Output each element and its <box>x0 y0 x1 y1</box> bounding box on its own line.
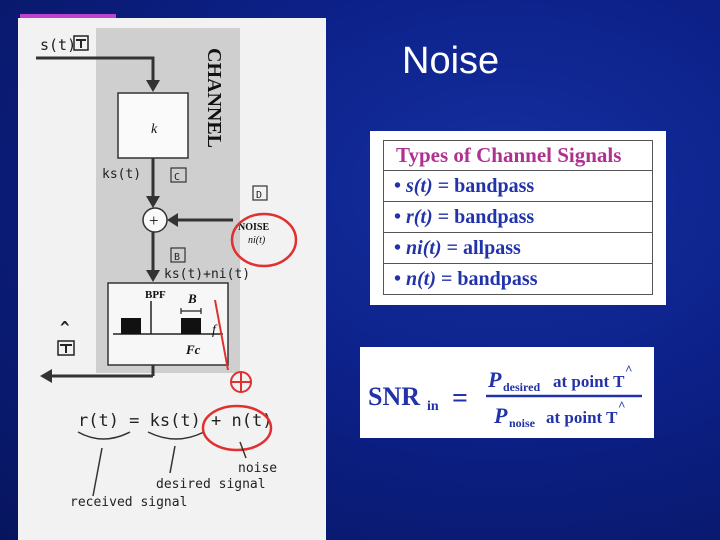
bpf-arrow-icon <box>146 270 160 282</box>
row-eq: = <box>436 267 458 290</box>
sum-symbol: + <box>149 211 159 230</box>
row-type: bandpass <box>457 267 538 290</box>
den-hat: ^ <box>618 398 626 413</box>
output-point-icon <box>60 344 72 353</box>
equation-r: r(t) = ks(t) + n(t) <box>78 411 272 431</box>
row-bullet: • <box>394 236 402 259</box>
bpf-passband-left <box>121 318 141 334</box>
brace-received <box>77 431 131 440</box>
gain-label: k <box>151 122 158 137</box>
num-sub: desired <box>503 380 540 394</box>
bpf-passband-right <box>181 318 201 334</box>
snr-formula-panel: SNR in = P desired at point T ^ P noise … <box>360 347 654 438</box>
channel-label: CHANNEL <box>203 48 225 148</box>
snr-lhs-sub: in <box>427 399 439 414</box>
after-gain-label: ks(t) <box>102 167 141 182</box>
row-bullet: • <box>394 205 402 228</box>
point-d-box <box>252 185 268 201</box>
point-c-label: C <box>174 172 180 183</box>
snr-lhs: SNR <box>368 382 420 411</box>
sum-marker-cross <box>231 372 251 392</box>
signal-table-panel: Types of Channel Signals • s(t) = bandpa… <box>370 131 666 305</box>
row-bullet: • <box>394 174 402 197</box>
point-b-box <box>170 247 186 263</box>
noise-sub-label: ni(t) <box>248 235 266 246</box>
den-p: P <box>493 403 508 428</box>
bandwidth-marker <box>180 308 202 314</box>
slide-title: Noise <box>402 40 500 82</box>
channel-diagram-svg: s(t) CHANNEL k ks(t) C + D NOISE ni(t) B <box>36 28 298 510</box>
noise-label: NOISE <box>238 222 269 233</box>
point-c-box <box>170 167 187 183</box>
row-signal: n(t) <box>406 267 437 290</box>
bpf-label: BPF <box>145 289 166 301</box>
channel-diagram: s(t) CHANNEL k ks(t) C + D NOISE ni(t) B <box>18 18 326 540</box>
annot-desired: desired signal <box>156 477 266 492</box>
annot-received: received signal <box>70 495 187 510</box>
table-row: • s(t) = bandpass <box>383 170 653 202</box>
accent-mark <box>20 14 116 18</box>
row-type: bandpass <box>454 174 535 197</box>
point-d-label: D <box>256 190 262 201</box>
sum-arrow-icon <box>146 196 160 208</box>
row-signal: r(t) <box>406 205 433 228</box>
table-header: Types of Channel Signals <box>383 140 653 171</box>
row-signal: ni(t) <box>406 236 442 259</box>
row-type: allpass <box>462 236 521 259</box>
num-text: at point T <box>553 372 625 391</box>
row-type: bandpass <box>454 205 535 228</box>
row-eq: = <box>432 174 455 197</box>
point-b-label: B <box>174 252 180 263</box>
noise-highlight-circle <box>230 212 298 268</box>
after-sum-label: ks(t)+ni(t) <box>164 267 250 282</box>
snr-formula: SNR in = P desired at point T ^ P noise … <box>368 362 642 430</box>
output-arrow-icon <box>40 369 52 383</box>
output-hat: ^ <box>60 318 70 337</box>
table-row: • r(t) = bandpass <box>383 201 653 233</box>
table-header-row: Types of Channel Signals <box>383 140 653 171</box>
center-freq-label: Fc <box>185 342 201 357</box>
bandwidth-label: B <box>187 291 197 306</box>
pointer-line <box>214 299 229 371</box>
output-point-box <box>57 340 75 356</box>
arrow-desired <box>169 445 176 474</box>
arrow-received <box>92 447 103 497</box>
input-line <box>36 56 155 83</box>
input-point-icon <box>76 39 86 48</box>
snr-equals: = <box>452 383 468 414</box>
den-sub: noise <box>509 416 536 430</box>
row-eq: = <box>441 236 463 259</box>
row-signal: s(t) <box>406 174 433 197</box>
input-point-box <box>73 35 89 51</box>
num-p: P <box>487 367 502 392</box>
arrow-noise <box>239 441 247 459</box>
signal-types-table: Types of Channel Signals • s(t) = bandpa… <box>383 140 653 295</box>
num-hat: ^ <box>625 362 633 377</box>
freq-label: f <box>212 323 218 338</box>
noise-term-circle <box>201 404 273 452</box>
annot-noise: noise <box>238 461 277 476</box>
table-row: • ni(t) = allpass <box>383 232 653 264</box>
row-eq: = <box>432 205 455 228</box>
input-arrow-icon <box>146 80 160 92</box>
row-bullet: • <box>394 267 402 290</box>
noise-arrow-icon <box>167 213 178 227</box>
den-text: at point T <box>546 408 618 427</box>
brace-desired <box>147 431 205 440</box>
input-label: s(t) <box>40 36 76 54</box>
table-row: • n(t) = bandpass <box>383 263 653 295</box>
